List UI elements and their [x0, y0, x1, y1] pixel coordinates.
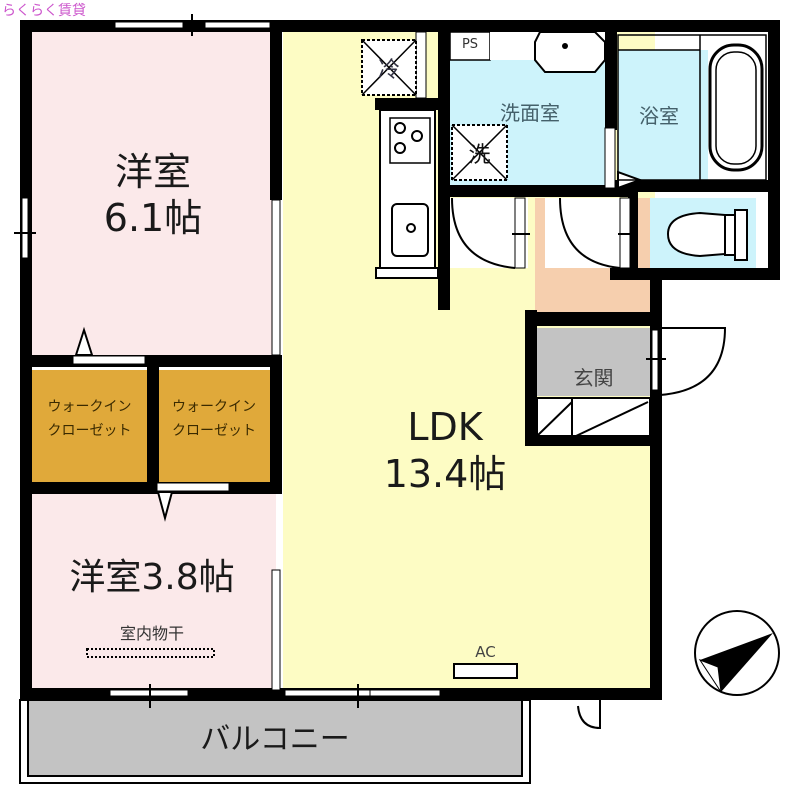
- room-name-western-1: 洋室: [114, 150, 191, 194]
- closet-1-label-line2: クローゼット: [47, 423, 132, 439]
- ps-label: PS: [461, 37, 479, 52]
- kitchen-counter: [375, 109, 439, 279]
- shoe-box: [535, 398, 650, 436]
- bathtub-icon: [617, 34, 767, 181]
- closet-2-floor: [158, 370, 270, 484]
- fridge-icon: [361, 39, 417, 96]
- room-name-ldk: LDK: [407, 405, 483, 449]
- walls: [20, 20, 780, 700]
- western-room-1-floor: [28, 30, 276, 358]
- compass-north-arrow-icon: [694, 610, 780, 696]
- entrance-floor: [535, 328, 650, 396]
- room-name-bathroom: 浴室: [639, 104, 679, 128]
- bathroom-floor: [618, 50, 710, 180]
- washer-label: 洗: [468, 143, 491, 168]
- room-size-western-1: 6.1帖: [103, 196, 203, 240]
- toilet-icon: [666, 209, 748, 261]
- door-swing-area-2: [545, 198, 630, 268]
- room-name-entrance: 玄関: [573, 366, 614, 390]
- washbasin-icon: [490, 31, 606, 73]
- watermark-logo: らくらく賃貸: [2, 3, 86, 19]
- drying-rack-icon: [86, 648, 215, 658]
- ac-label: AC: [475, 643, 496, 661]
- room-name-washroom: 洗面室: [500, 101, 560, 125]
- room-label-western-2: 洋室3.8帖: [69, 557, 235, 598]
- room-name-balcony: バルコニー: [200, 722, 350, 757]
- fridge-label: 冷: [377, 58, 400, 83]
- closet-2-label-line2: クローゼット: [172, 423, 256, 439]
- ac-unit-icon: [453, 663, 518, 679]
- closet-1-label-line1: ウォークイン: [47, 399, 132, 415]
- ps-box: [449, 31, 491, 61]
- balcony-floor: [27, 699, 523, 777]
- room-size-ldk: 13.4帖: [383, 452, 507, 496]
- door-swings: [451, 197, 727, 730]
- shoe-box-lines: [536, 324, 651, 437]
- washing-machine-icon: [451, 124, 508, 181]
- indoor-drying-label: 室内物干: [119, 624, 184, 643]
- closet-2-label-line1: ウォークイン: [172, 399, 256, 415]
- window-ticks: [14, 14, 359, 708]
- closet-1-floor: [32, 370, 147, 484]
